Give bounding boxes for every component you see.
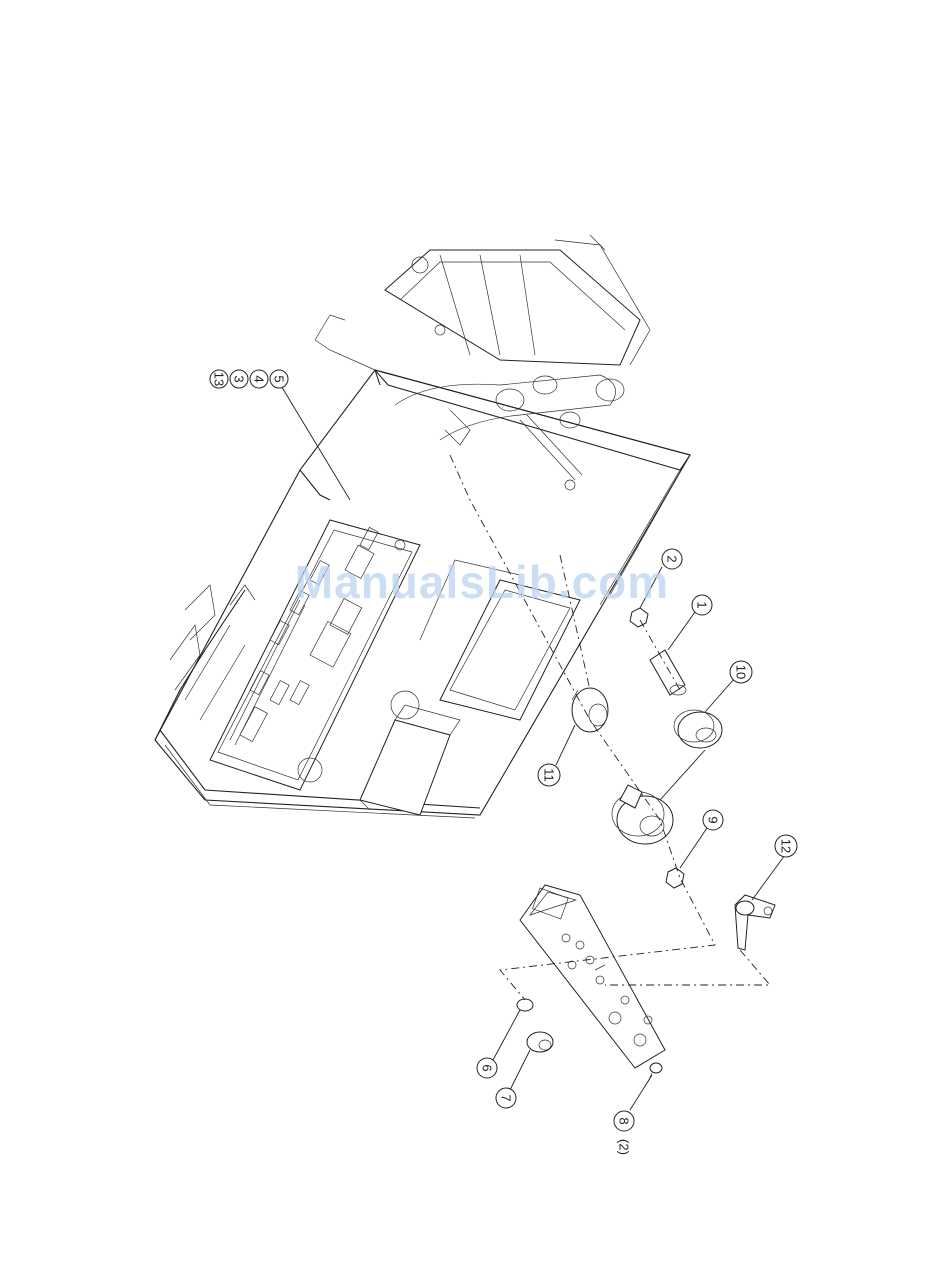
- watermark-text: ManualsLib.com: [295, 556, 669, 608]
- part-9-washer: [666, 868, 684, 888]
- part-11-roller: [572, 688, 608, 732]
- callout-5-label: 5: [272, 375, 287, 382]
- callout-11: 11: [538, 764, 560, 786]
- callout-3: 3: [230, 370, 248, 388]
- part-6-bushing: [517, 999, 533, 1011]
- callout-3-label: 3: [232, 375, 247, 382]
- callout-7: 7: [496, 1088, 516, 1108]
- callout-4-label: 4: [252, 375, 267, 382]
- callout-10: 10: [730, 661, 752, 683]
- print-mechanism: [315, 235, 650, 370]
- drive-pulley: [612, 785, 673, 844]
- callout-8: 8 (2): [614, 1111, 634, 1155]
- callout-1: 1: [692, 595, 712, 615]
- belt-drive: [395, 375, 624, 490]
- part-7-roller: [527, 1032, 553, 1052]
- callout-11-label: 11: [542, 768, 557, 782]
- part-12-bracket: [735, 895, 775, 950]
- callout-6-label: 6: [480, 1064, 495, 1071]
- callout-13: 13: [210, 370, 228, 388]
- callout-12: 12: [775, 835, 797, 857]
- callout-13-label: 13: [212, 372, 227, 386]
- callout-8-label: 8: [617, 1117, 632, 1124]
- callout-leaders: [280, 384, 785, 1110]
- callout-7-label: 7: [499, 1094, 514, 1101]
- callout-4: 4: [250, 370, 268, 388]
- callout-6: 6: [477, 1058, 497, 1078]
- part-2-nut: [630, 608, 648, 627]
- callout-5: 5: [270, 370, 288, 388]
- callout-9: 9: [703, 810, 723, 830]
- callout-12-label: 12: [779, 839, 794, 853]
- callout-8-quantity: (2): [617, 1139, 632, 1155]
- part-1-shaft: [650, 650, 686, 695]
- printer-chassis-assembly: [155, 235, 690, 818]
- callout-1-label: 1: [695, 601, 710, 608]
- callout-9-label: 9: [706, 816, 721, 823]
- part-8-screw: [648, 1063, 662, 1082]
- callout-10-label: 10: [734, 665, 749, 679]
- part-10-pulley: [674, 710, 722, 748]
